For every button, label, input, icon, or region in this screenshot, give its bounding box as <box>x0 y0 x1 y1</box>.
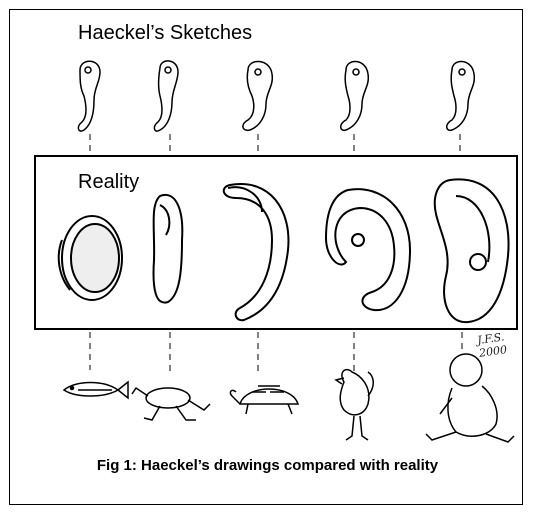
reality-embryo-turtle <box>224 184 289 320</box>
turtle-drawing <box>230 386 298 414</box>
reality-embryo-frog <box>154 195 183 303</box>
baby-drawing <box>426 354 514 442</box>
haeckel-embryo-human <box>447 61 475 130</box>
haeckel-embryo-frog <box>154 61 178 131</box>
haeckel-embryo-fish <box>78 61 100 131</box>
bottom-connectors <box>90 332 462 372</box>
top-connectors <box>90 134 460 157</box>
frog-drawing <box>132 388 210 420</box>
fish-drawing <box>64 382 128 398</box>
chicken-drawing <box>336 370 373 440</box>
reality-embryo-chicken <box>326 189 410 310</box>
reality-embryo-fish <box>59 216 122 300</box>
haeckel-embryo-chicken <box>341 61 369 130</box>
haeckel-embryo-turtle <box>243 61 272 130</box>
reality-embryo-human <box>435 179 509 322</box>
figure-caption: Fig 1: Haeckel’s drawings compared with … <box>0 457 535 474</box>
